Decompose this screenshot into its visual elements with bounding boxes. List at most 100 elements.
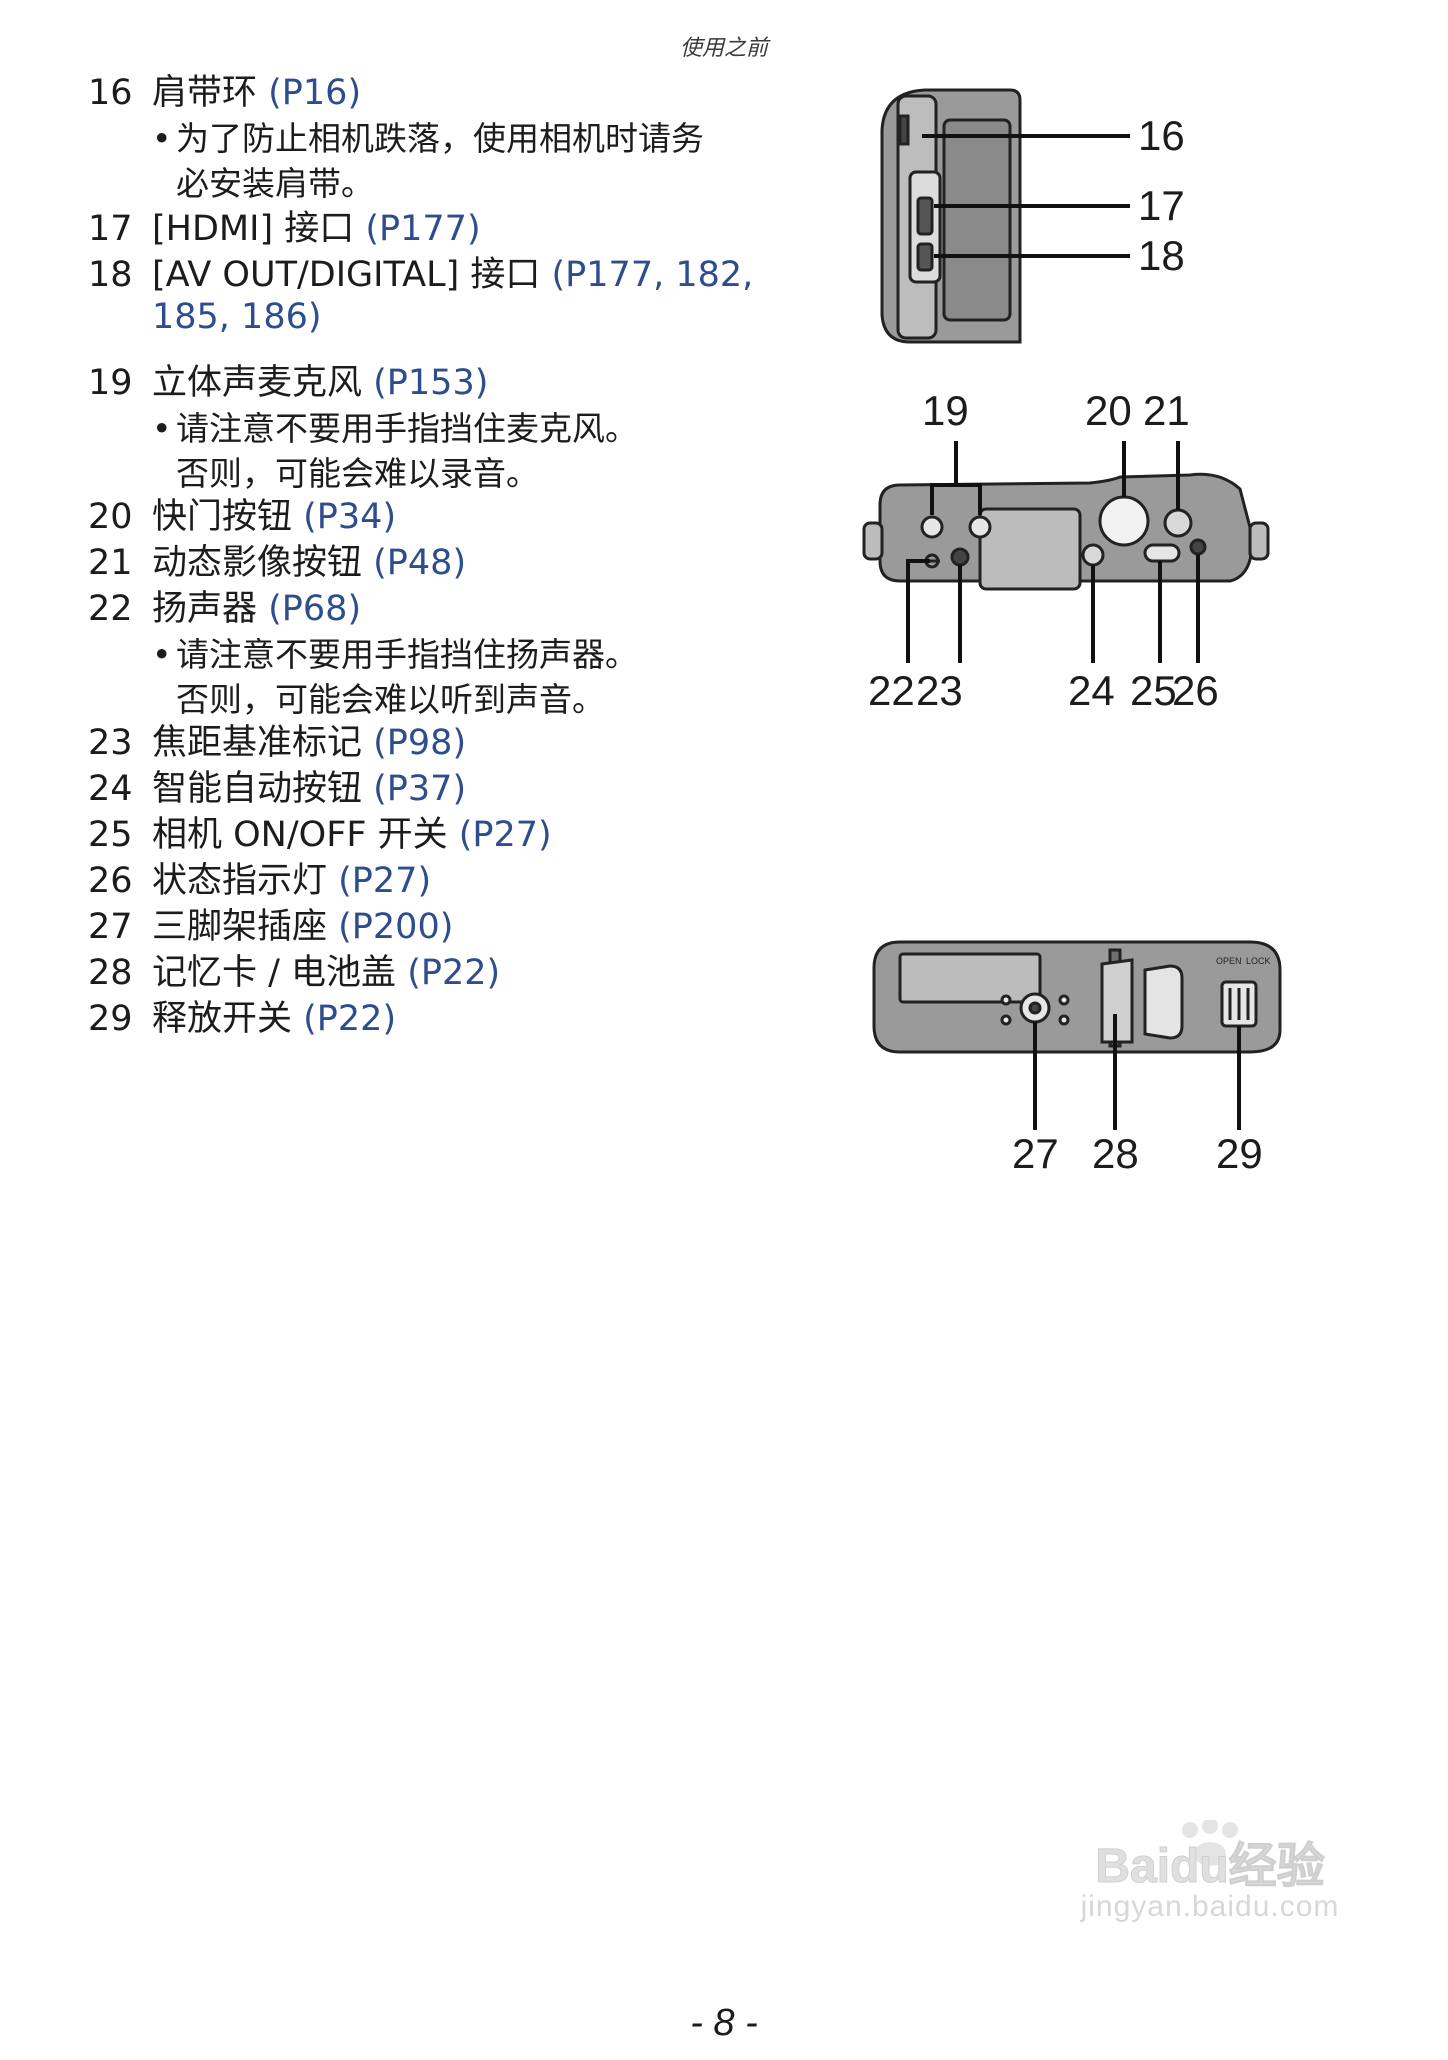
bullet-icon: • [152,119,172,158]
callout-24: 24 [1068,667,1115,714]
shutter-button-icon [1098,495,1150,547]
callout-21: 21 [1143,387,1190,434]
item-number: 23 [88,723,133,763]
page-reference: (P153) [373,363,489,403]
bullet-icon: • [152,635,172,674]
camera-bottom-view-figure: OPEN LOCK 27 28 29 [872,940,1282,1177]
item-name: 动态影像按钮 [152,543,363,583]
paw-icon [1182,1820,1238,1866]
item-note: •请注意不要用手指挡住麦克风。 否则，可能会难以录音。 [152,406,638,496]
hdmi-port-icon [908,170,942,284]
list-item: 25 相机 ON/OFF 开关 (P27) [88,812,552,858]
item-note: •请注意不要用手指挡住扬声器。 否则，可能会难以听到声音。 [152,632,638,722]
note-line: 为了防止相机跌落，使用相机时请务 [176,119,704,158]
callout-22: 22 [868,667,915,714]
callout-29: 29 [1216,1130,1263,1177]
callout-25: 25 [1130,667,1177,714]
camera-top-view-figure: 19 20 21 22 23 24 25 26 [862,387,1270,714]
note-line: 否则，可能会难以听到声音。 [176,680,605,719]
page-reference: (P48) [373,543,467,583]
item-number: 19 [88,363,133,403]
watermark-brand: Baidu经验 [1095,1840,1324,1890]
page-reference: (P68) [268,589,362,629]
page-reference: (P22) [303,999,397,1039]
list-item: 27 三脚架插座 (P200) [88,904,453,950]
item-name: 焦距基准标记 [152,723,363,763]
release-lever-icon [1220,980,1258,1028]
card-battery-door-icon [1100,958,1184,1044]
speaker-icon [950,547,970,567]
page-reference: (P177) [365,209,481,249]
page-reference: (P200) [338,907,454,947]
page-number: - 8 - [690,2002,758,2044]
note-line: 必安装肩带。 [176,164,374,203]
section-header: 使用之前 [679,36,768,61]
motion-picture-button-icon [1163,508,1193,538]
tripod-receptacle-icon [1000,992,1070,1026]
list-item: 23 焦距基准标记 (P98) [88,720,466,766]
item-number: 17 [88,209,133,249]
item-number: 16 [88,73,133,113]
item-name: 立体声麦克风 [152,363,363,403]
item-name: 三脚架插座 [152,907,328,947]
list-item: 20 快门按钮 (P34) [88,494,396,540]
camera-side-body [880,88,1022,344]
item-number: 27 [88,907,133,947]
list-item: 24 智能自动按钮 (P37) [88,766,466,812]
callout-23: 23 [916,667,963,714]
item-number: 29 [88,999,133,1039]
callout-17: 17 [1138,182,1185,229]
item-name: 状态指示灯 [152,861,328,901]
item-name: 快门按钮 [152,497,293,537]
callout-19: 19 [922,387,969,434]
item-name: 智能自动按钮 [152,769,363,809]
open-label: OPEN [1216,956,1242,966]
callout-27: 27 [1012,1130,1059,1177]
microphone-icon [920,515,992,539]
item-number: 24 [88,769,133,809]
note-line: 请注意不要用手指挡住扬声器。 [176,635,638,674]
note-line: 否则，可能会难以录音。 [176,454,539,493]
page-reference: (P27) [458,815,552,855]
status-indicator-icon [1189,538,1207,556]
item-name: 释放开关 [152,999,293,1039]
item-number: 26 [88,861,133,901]
callout-20: 20 [1085,387,1132,434]
page-reference: (P98) [373,723,467,763]
list-item: 22 扬声器 (P68) [88,586,361,632]
page-reference: (P16) [268,73,362,113]
note-line: 请注意不要用手指挡住麦克风。 [176,409,638,448]
bullet-icon: • [152,409,172,448]
item-number: 20 [88,497,133,537]
callout-28: 28 [1092,1130,1139,1177]
lock-label: LOCK [1246,956,1271,966]
list-item: 18[AV OUT/DIGITAL] 接口 (P177, 182, [88,252,753,298]
list-item-continuation: 185, 186) [152,294,322,340]
item-name: 扬声器 [152,589,258,629]
list-item: 19 立体声麦克风 (P153) [88,360,488,406]
item-number: 22 [88,589,133,629]
list-item: 16 肩带环 (P16) [88,70,361,116]
page-reference: (P34) [303,497,397,537]
watermark-url: jingyan.baidu.com [1080,1890,1340,1923]
list-item: 21 动态影像按钮 (P48) [88,540,466,586]
item-name: [AV OUT/DIGITAL] 接口 [152,255,541,295]
item-number: 28 [88,953,133,993]
item-number: 21 [88,543,133,583]
list-item: 17 [HDMI] 接口 (P177) [88,206,481,252]
item-name: 相机 ON/OFF 开关 [152,815,448,855]
page-reference: (P37) [373,769,467,809]
ia-button-icon [1081,543,1105,567]
list-item: 29 释放开关 (P22) [88,996,396,1042]
item-name: 肩带环 [152,73,258,113]
item-number: 25 [88,815,133,855]
page-reference: (P22) [407,953,501,993]
callout-16: 16 [1138,112,1185,159]
page-reference: 185, 186) [152,297,322,337]
item-name: [HDMI] 接口 [152,209,355,249]
camera-side-view-figure: 16 17 18 [880,88,1185,344]
page-reference: (P177, 182, [551,255,754,295]
watermark-logo: Baidu经验 [1095,1820,1325,1890]
